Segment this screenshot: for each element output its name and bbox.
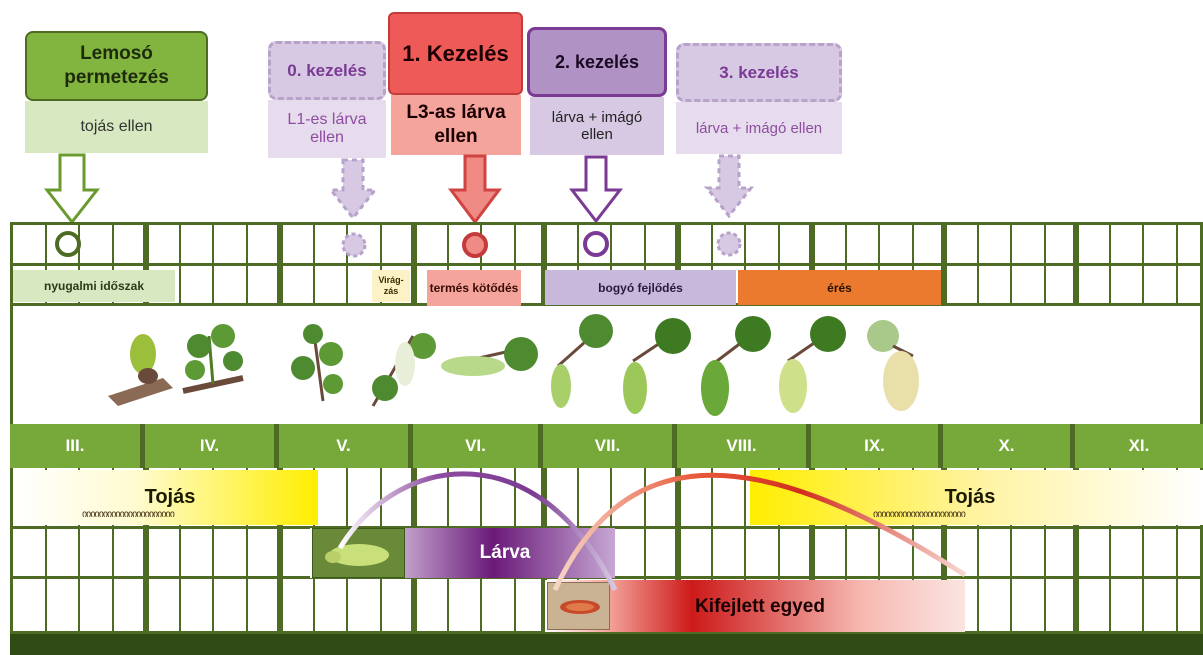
stage-berry-2 — [623, 318, 691, 414]
phase-fruit-set-text: termés kötődés — [430, 281, 519, 295]
stage-ripe — [867, 320, 919, 411]
arrow-2 — [572, 157, 620, 221]
stage-bud — [108, 334, 173, 406]
phase-dormancy: nyugalmi időszak — [13, 270, 175, 302]
arrow-lemoso — [47, 155, 97, 222]
phase-ripening-text: érés — [827, 281, 852, 295]
phase-berry-development: bogyó fejlődés — [545, 270, 736, 305]
stage-veraison — [779, 316, 846, 413]
marker-1 — [464, 234, 486, 256]
stage-shoot — [183, 324, 243, 391]
phase-ripening: érés — [738, 270, 941, 305]
marker-3 — [718, 233, 740, 255]
arrow-0 — [331, 160, 375, 218]
adult-curve — [555, 475, 965, 590]
phase-fruit-set: termés kötődés — [427, 270, 521, 306]
phase-dormancy-text: nyugalmi időszak — [44, 279, 144, 293]
treatment-arrows — [0, 0, 1203, 240]
stage-berry-1 — [551, 314, 613, 408]
phase-flowering: Virág-zás — [372, 270, 410, 302]
marker-lemoso — [57, 233, 79, 255]
phase-berry-development-text: bogyó fejlődés — [598, 281, 683, 295]
arrow-3 — [707, 156, 751, 216]
grapevine-stages-illustration — [13, 306, 1200, 424]
larva-curve — [340, 474, 615, 590]
marker-2 — [585, 233, 607, 255]
marker-0 — [343, 234, 365, 256]
arrow-1 — [451, 156, 499, 222]
population-curves — [0, 440, 1203, 640]
stage-flowering — [372, 333, 436, 406]
grapevine-illustration-row — [10, 306, 1203, 424]
stage-fruit-set — [441, 337, 538, 376]
timing-markers — [0, 222, 1203, 267]
stage-leaves — [291, 324, 343, 401]
stage-berry-3 — [701, 316, 771, 416]
phase-flowering-text: Virág-zás — [374, 275, 408, 297]
